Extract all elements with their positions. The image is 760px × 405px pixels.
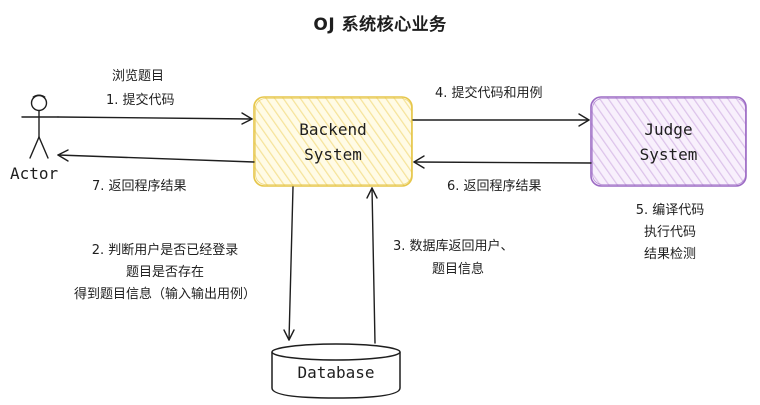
judge-step-line1: 5. 编译代码 <box>635 203 705 218</box>
backend-system-box[interactable] <box>253 96 413 187</box>
judge-system-box[interactable] <box>590 96 747 187</box>
judge-label-line1: Judge <box>644 120 693 139</box>
edge4-label: 4. 提交代码和用例 <box>435 86 543 101</box>
arrow-backend-to-database <box>283 186 295 341</box>
actor-left-leg <box>29 136 40 159</box>
backend-label-line1: Backend <box>299 120 367 139</box>
judge-step-line2: 执行代码 <box>643 225 696 240</box>
actor-head <box>30 94 48 112</box>
edge3-label-line1: 3. 数据库返回用户、 <box>393 239 514 254</box>
arrow-judge-to-backend <box>413 155 592 169</box>
edge2-label: 2. 判断用户是否已经登录 题目是否存在 得到题目信息（输入输出用例） <box>50 240 280 306</box>
arrow-backend-to-actor <box>57 149 255 163</box>
edge2-label-line2: 题目是否存在 <box>125 265 204 280</box>
edge7-label: 7. 返回程序结果 <box>92 179 187 194</box>
judge-label-line2: System <box>639 145 698 164</box>
actor-right-leg <box>38 136 49 159</box>
actor-figure <box>21 94 59 159</box>
edge2-label-line3: 得到题目信息（输入输出用例） <box>73 287 256 302</box>
edge3-label-line2: 题目信息 <box>432 262 485 277</box>
database-cylinder[interactable] <box>271 343 401 399</box>
edge1-label-line1: 浏览题目 <box>112 69 165 84</box>
edge2-label-line1: 2. 判断用户是否已经登录 <box>91 243 239 258</box>
judge-steps-label: 5. 编译代码 执行代码 结果检测 <box>615 200 725 266</box>
edge1-label-line2: 1. 提交代码 <box>106 93 175 108</box>
backend-label-line2: System <box>304 145 362 164</box>
arrow-backend-to-judge <box>412 113 590 127</box>
arrow-database-to-backend <box>366 187 378 344</box>
edge6-label: 6. 返回程序结果 <box>447 179 542 194</box>
diagram-title: OJ 系统核心业务 <box>313 15 447 35</box>
database-label: Database <box>297 363 375 382</box>
judge-system-label: Judge System <box>591 117 746 167</box>
actor-label: Actor <box>10 164 59 183</box>
judge-step-line3: 结果检测 <box>643 247 696 262</box>
arrow-actor-to-backend <box>57 112 253 125</box>
backend-system-label: Backend System <box>254 117 412 167</box>
